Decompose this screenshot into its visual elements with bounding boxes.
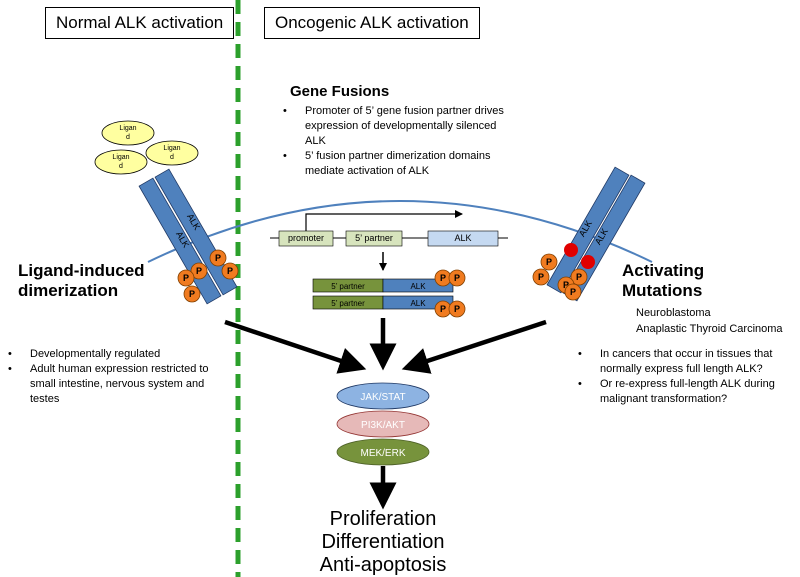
svg-text:ALK: ALK — [454, 233, 471, 243]
header-normal: Normal ALK activation — [45, 7, 235, 39]
disease-neuroblastoma: Neuroblastoma — [636, 307, 711, 319]
gene-construct: promoter 5’ partner ALK — [270, 210, 508, 247]
svg-text:P: P — [227, 266, 233, 276]
svg-text:P: P — [538, 272, 544, 282]
svg-text:ALK: ALK — [410, 299, 426, 308]
svg-text:P: P — [196, 266, 202, 276]
fusions-bullet-2: 5’ fusion partner dimerization domains m… — [283, 149, 505, 179]
svg-text:P: P — [215, 253, 221, 263]
svg-text:Ligan: Ligan — [163, 145, 180, 152]
normal-title-line2: dimerization — [18, 281, 119, 300]
svg-text:ALK: ALK — [410, 282, 426, 291]
svg-text:P: P — [440, 273, 446, 283]
receptor-right-b: ALK — [562, 174, 646, 302]
arrow-left — [224, 319, 367, 374]
outcome-differentiation: Differentiation — [321, 531, 445, 553]
phospho-right: P P P P P — [532, 253, 588, 301]
svg-text:P: P — [576, 272, 582, 282]
pathway-mek-erk: MEK/ERK — [336, 438, 430, 466]
mutations-bullet-2: Or re-express full-length ALK during mal… — [578, 377, 800, 407]
arrow-right — [401, 319, 547, 374]
fusions-title: Gene Fusions — [290, 83, 390, 100]
svg-text:d: d — [126, 134, 130, 141]
normal-bullet-2: Adult human expression restricted to sma… — [8, 362, 230, 407]
svg-text:JAK/STAT: JAK/STAT — [360, 392, 405, 403]
svg-text:5’ partner: 5’ partner — [331, 299, 365, 308]
svg-text:Ligan: Ligan — [119, 125, 136, 132]
mutation-dot-2 — [581, 255, 595, 269]
svg-text:5’ partner: 5’ partner — [355, 233, 393, 243]
ligand-2: Ligan d — [145, 140, 199, 166]
fusions-bullet-1: Promoter of 5’ gene fusion partner drive… — [283, 104, 505, 149]
disease-anaplastic-thyroid: Anaplastic Thyroid Carcinoma — [636, 323, 783, 335]
phospho-fusion: P P P P — [434, 269, 466, 318]
svg-text:P: P — [570, 287, 576, 297]
svg-text:MEK/ERK: MEK/ERK — [360, 448, 405, 459]
svg-text:P: P — [563, 280, 569, 290]
svg-text:P: P — [546, 257, 552, 267]
fusion-protein-1: 5’ partner ALK — [312, 278, 454, 293]
svg-text:5’ partner: 5’ partner — [331, 282, 365, 291]
svg-text:P: P — [189, 289, 195, 299]
pathway-jak-stat: JAK/STAT — [336, 382, 430, 410]
normal-title-line1: Ligand-induced — [18, 261, 145, 280]
svg-text:P: P — [183, 273, 189, 283]
mutation-dot-1 — [564, 243, 578, 257]
svg-text:P: P — [440, 304, 446, 314]
svg-text:P: P — [454, 304, 460, 314]
svg-text:P: P — [454, 273, 460, 283]
mutations-bullet-1: In cancers that occur in tissues that no… — [578, 347, 800, 377]
ligand-3: Ligan d — [94, 149, 148, 175]
outcome-proliferation: Proliferation — [329, 508, 437, 530]
header-oncogenic: Oncogenic ALK activation — [264, 7, 480, 39]
fusion-protein-2: 5’ partner ALK — [312, 295, 454, 310]
mutations-title-line1: Activating — [622, 261, 705, 280]
ligand-1: Ligan d — [101, 120, 155, 146]
normal-bullet-1: Developmentally regulated — [8, 347, 230, 362]
svg-text:PI3K/AKT: PI3K/AKT — [361, 420, 405, 431]
pathway-pi3k-akt: PI3K/AKT — [336, 410, 430, 438]
svg-text:d: d — [170, 154, 174, 161]
mutations-title-line2: Mutations — [622, 281, 703, 300]
svg-text:promoter: promoter — [288, 233, 324, 243]
svg-text:Ligan: Ligan — [112, 154, 129, 161]
phospho-left: P P P P P — [177, 249, 239, 303]
outcome-anti-apoptosis: Anti-apoptosis — [319, 554, 447, 576]
svg-text:d: d — [119, 163, 123, 170]
